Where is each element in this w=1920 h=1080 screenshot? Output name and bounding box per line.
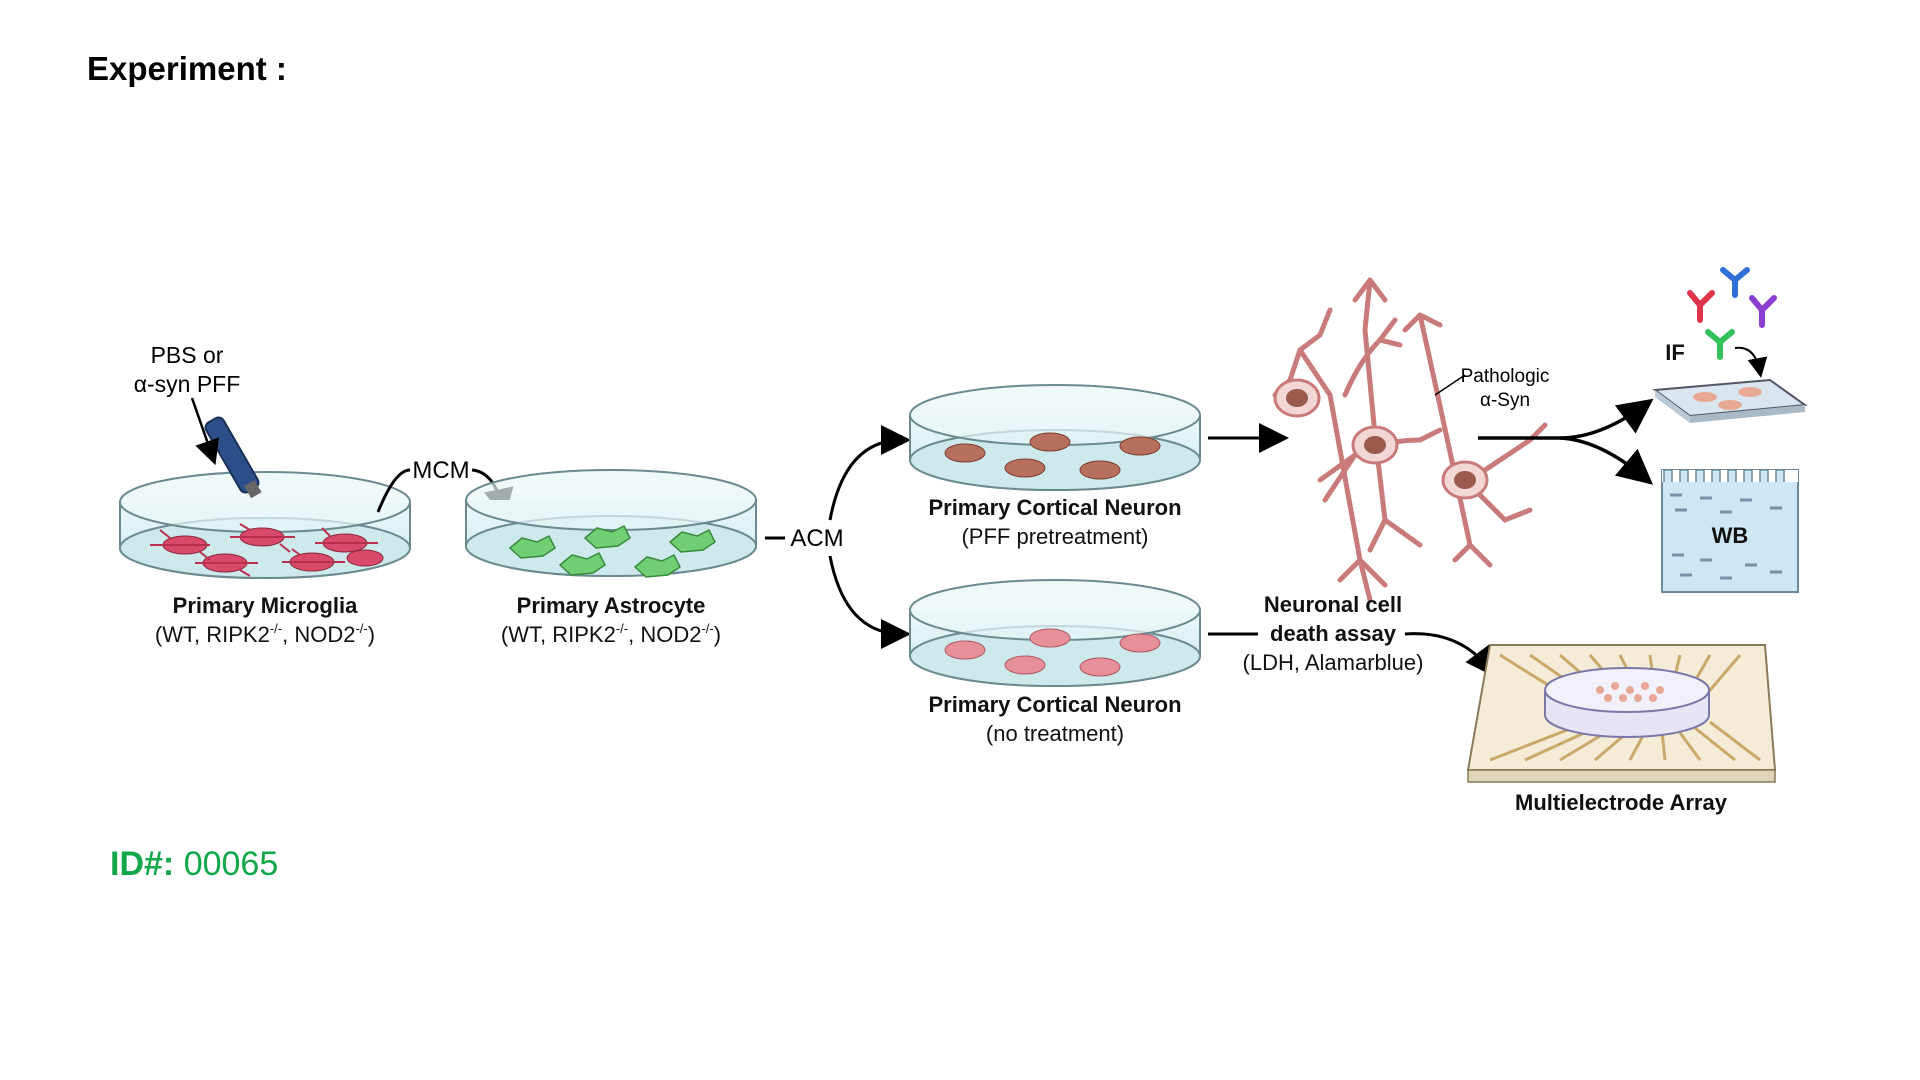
- multielectrode-array-icon: [1466, 644, 1777, 783]
- arrow-to-wb: [1559, 436, 1654, 485]
- injection-label-line2: α-syn PFF: [134, 371, 241, 397]
- id-label: ID#:: [110, 845, 175, 883]
- microglia-genotypes: (WT, RIPK2-/-, NOD2-/-): [155, 621, 375, 647]
- antibody-arrow: [1734, 346, 1768, 378]
- wb-gel-icon: [1661, 469, 1799, 593]
- injection-label-line1: PBS or: [151, 342, 224, 368]
- neuron-pff-cells: [944, 432, 1161, 480]
- if-label: IF: [1665, 340, 1685, 365]
- death-assay-line1: Neuronal cell: [1264, 592, 1402, 617]
- neuron-somas: [1273, 378, 1489, 500]
- if-slide-icon: [1652, 378, 1808, 423]
- neurons-illustration-icon: [1272, 277, 1548, 603]
- mcm-label: MCM: [412, 457, 469, 484]
- neuron-none-condition: (no treatment): [986, 721, 1124, 746]
- neuron-none-dish: [909, 579, 1201, 687]
- death-assay-line3: (LDH, Alamarblue): [1243, 650, 1424, 675]
- pathologic-pointer: [1434, 374, 1466, 396]
- acm-label: ACM: [790, 525, 843, 552]
- wb-label: WB: [1712, 523, 1749, 548]
- injection-pipette-icon: [204, 416, 262, 499]
- microglia-name: Primary Microglia: [173, 593, 358, 618]
- astrocyte-cells: [508, 524, 716, 578]
- arrow-to-mea: [1404, 632, 1496, 678]
- pathologic-label-line2: α-Syn: [1480, 390, 1530, 411]
- pathologic-label-line1: Pathologic: [1461, 366, 1550, 387]
- neuron-pff-condition: (PFF pretreatment): [961, 524, 1148, 549]
- acm-arrow-down: [828, 555, 911, 649]
- death-assay-line2: death assay: [1270, 621, 1397, 646]
- neuron-pff-name: Primary Cortical Neuron: [928, 495, 1181, 520]
- id-value: 00065: [183, 845, 279, 883]
- page-title: Experiment :: [87, 50, 287, 87]
- neuron-pff-dish: [909, 384, 1201, 491]
- astrocyte-dish: [465, 469, 757, 578]
- microglia-dish: [119, 471, 411, 579]
- acm-arrow-up: [828, 425, 911, 521]
- injection-arrow: [190, 397, 220, 466]
- neuron-none-cells: [944, 628, 1161, 677]
- antibodies-icon: [1687, 267, 1777, 360]
- mea-label: Multielectrode Array: [1515, 790, 1728, 815]
- neuron-none-name: Primary Cortical Neuron: [928, 692, 1181, 717]
- id-line: ID#: 00065: [110, 845, 278, 884]
- astrocyte-name: Primary Astrocyte: [517, 593, 706, 618]
- astrocyte-genotypes: (WT, RIPK2-/-, NOD2-/-): [501, 621, 721, 647]
- mcm-arrow-start: [376, 468, 411, 513]
